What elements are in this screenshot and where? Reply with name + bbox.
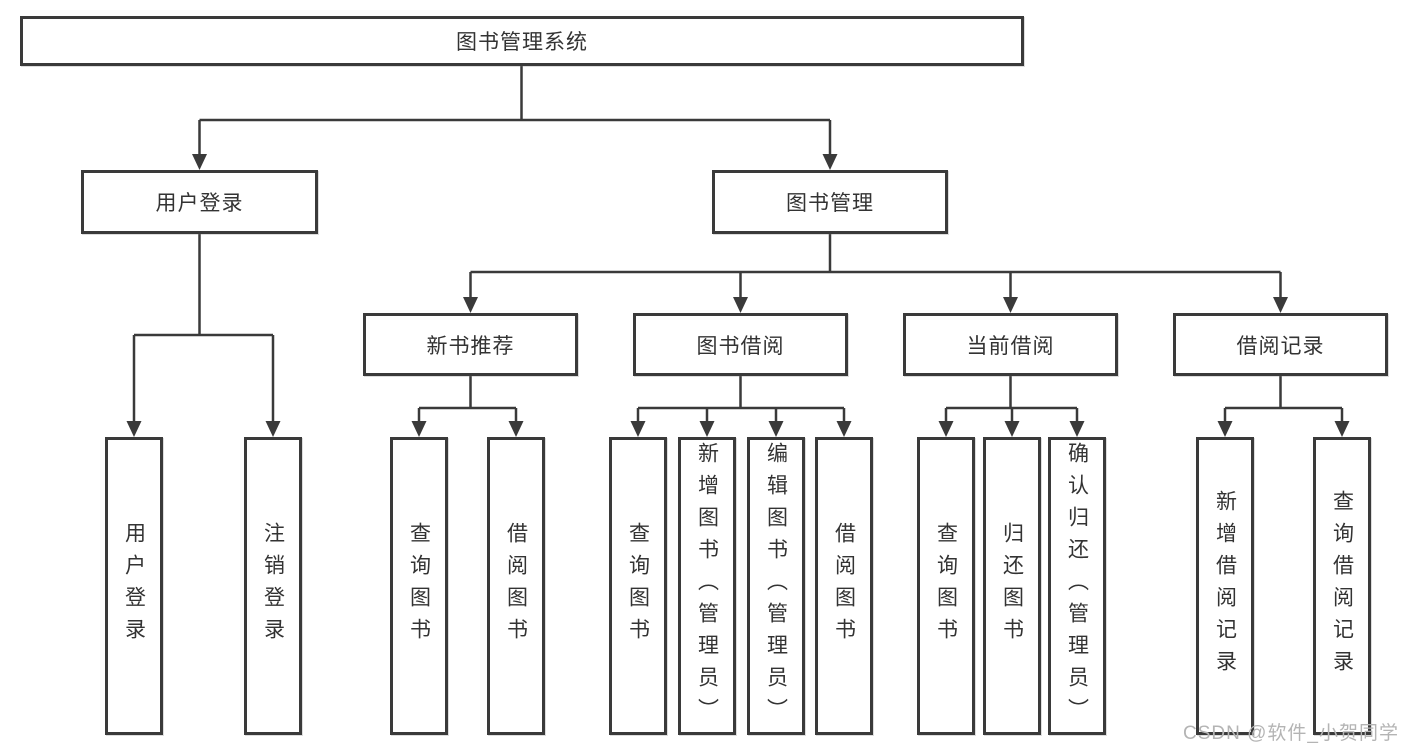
connector-shafts: [132, 66, 1344, 423]
leaf-query-books-borrowing: 查询图书: [609, 437, 667, 735]
leaf-add-book-admin-label: 新增图书（管理员）: [695, 442, 719, 730]
leaf-return-books: 归还图书: [983, 437, 1041, 735]
leaf-user-login: 用户登录: [105, 437, 163, 735]
leaf-query-borrow-record-label: 查询借阅记录: [1330, 490, 1354, 682]
node-book-management: 图书管理: [712, 170, 948, 234]
leaf-query-books-current: 查询图书: [917, 437, 975, 735]
node-user-login: 用户登录: [81, 170, 318, 234]
node-borrowing-records: 借阅记录: [1173, 313, 1388, 376]
node-new-book-recommendation-label: 新书推荐: [426, 334, 515, 358]
leaf-edit-book-admin: 编辑图书（管理员）: [747, 437, 805, 735]
leaf-borrow-books-recommend: 借阅图书: [487, 437, 545, 735]
leaf-borrow-books: 借阅图书: [815, 437, 873, 735]
node-borrowing-records-label: 借阅记录: [1236, 334, 1325, 358]
node-library-system-label: 图书管理系统: [456, 31, 588, 54]
leaf-query-books-borrowing-label: 查询图书: [626, 522, 650, 650]
node-current-borrowing: 当前借阅: [903, 313, 1118, 376]
leaf-query-books-recommend: 查询图书: [390, 437, 448, 735]
node-user-login-label: 用户登录: [155, 192, 244, 215]
node-library-system: 图书管理系统: [20, 16, 1024, 66]
leaf-confirm-return-admin-label: 确认归还（管理员）: [1065, 442, 1089, 730]
leaf-query-books-recommend-label: 查询图书: [407, 522, 431, 650]
node-current-borrowing-label: 当前借阅: [966, 334, 1055, 358]
leaf-add-book-admin: 新增图书（管理员）: [678, 437, 736, 735]
leaf-user-login-label: 用户登录: [122, 522, 146, 650]
node-book-borrowing-label: 图书借阅: [696, 334, 785, 358]
leaf-query-books-current-label: 查询图书: [934, 522, 958, 650]
leaf-return-books-label: 归还图书: [1000, 522, 1024, 650]
node-book-borrowing: 图书借阅: [633, 313, 848, 376]
leaf-logout-label: 注销登录: [261, 522, 285, 650]
leaf-query-borrow-record: 查询借阅记录: [1313, 437, 1371, 735]
node-new-book-recommendation: 新书推荐: [363, 313, 578, 376]
leaf-add-borrow-record-label: 新增借阅记录: [1213, 490, 1237, 682]
leaf-edit-book-admin-label: 编辑图书（管理员）: [764, 442, 788, 730]
leaf-borrow-books-label: 借阅图书: [832, 522, 856, 650]
node-book-management-label: 图书管理: [786, 192, 874, 215]
watermark: CSDN @软件_小贺同学: [1183, 723, 1399, 744]
leaf-borrow-books-recommend-label: 借阅图书: [504, 522, 528, 650]
leaf-confirm-return-admin: 确认归还（管理员）: [1048, 437, 1106, 735]
leaf-logout: 注销登录: [244, 437, 302, 735]
leaf-add-borrow-record: 新增借阅记录: [1196, 437, 1254, 735]
arrowheads: [126, 154, 1350, 437]
